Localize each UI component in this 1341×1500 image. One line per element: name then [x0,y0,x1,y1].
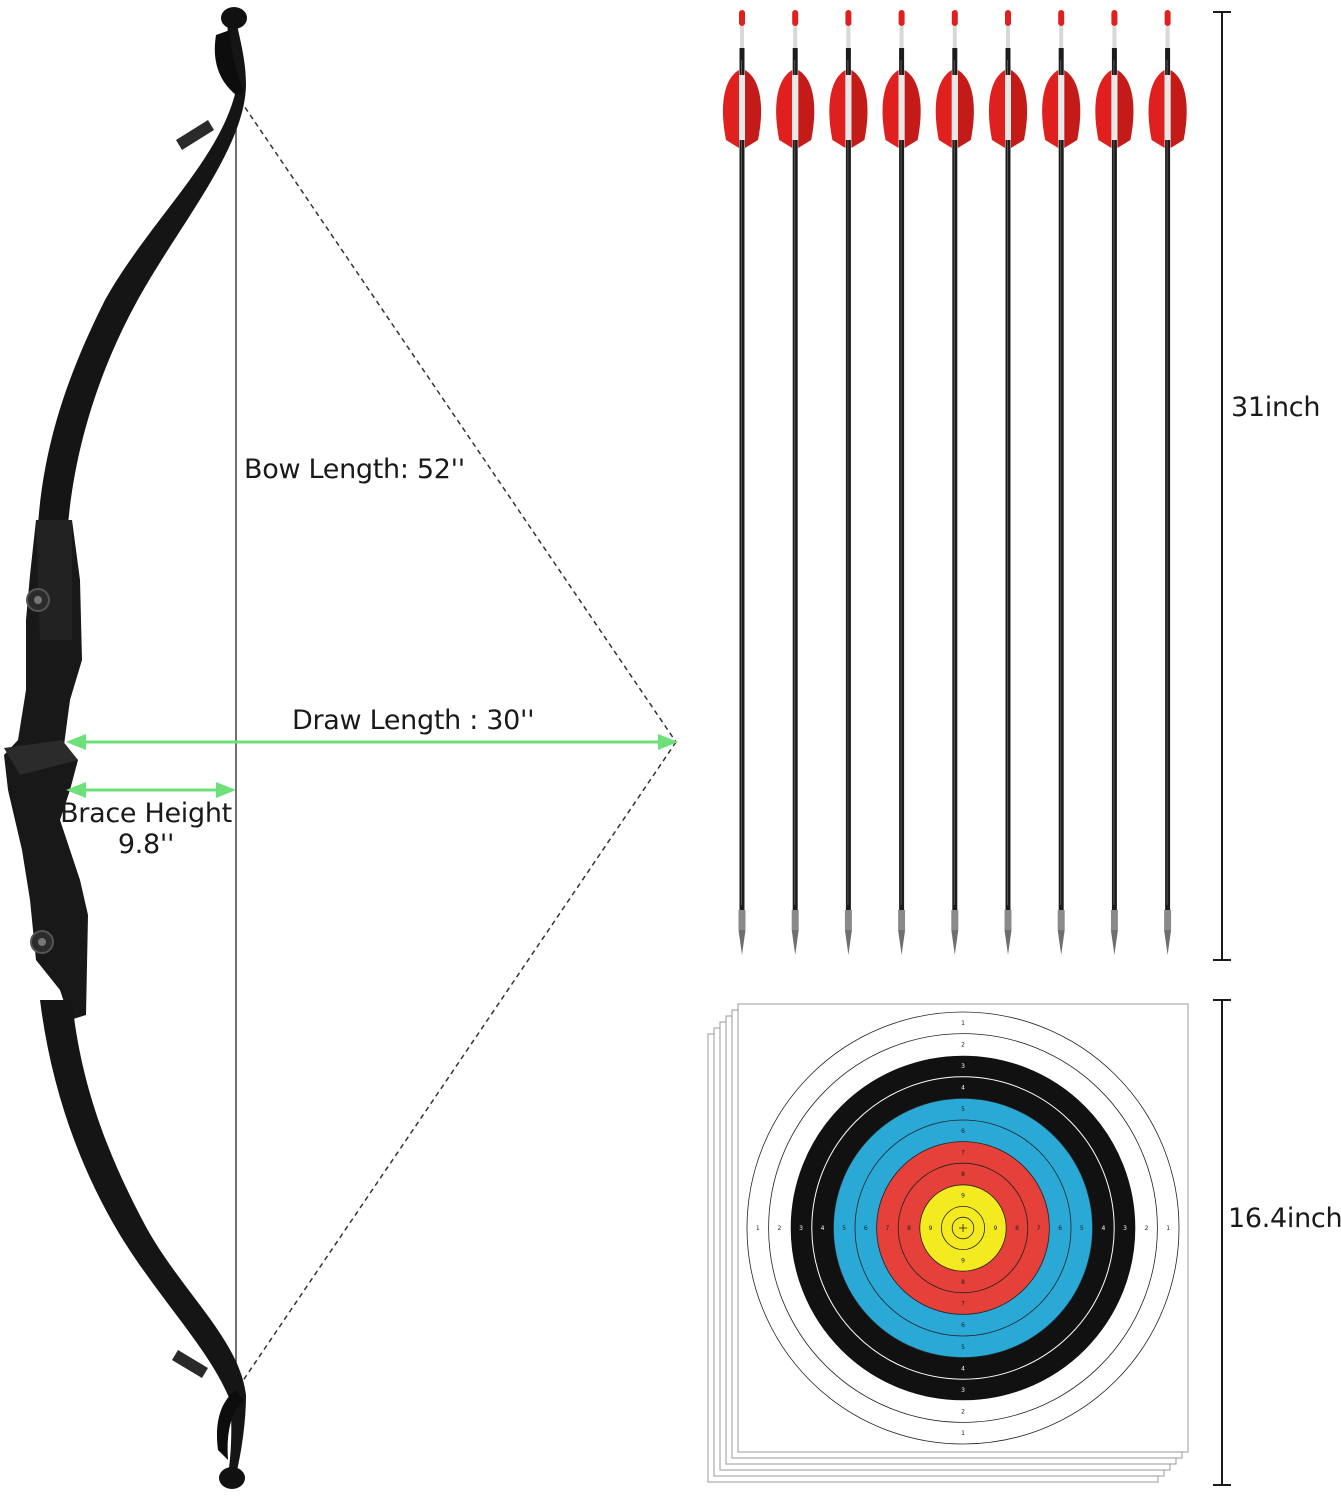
bow-length-label: Bow Length: 52'' [244,454,465,485]
ring-number: 2 [961,1041,965,1048]
lower-limb [40,1000,246,1475]
arrow [722,10,762,955]
arrow-length-label: 31inch [1231,392,1321,423]
ring-number: 4 [961,1365,965,1372]
ring-number: 1 [961,1430,965,1437]
ring-number: 6 [961,1128,965,1135]
upper-tip [221,7,247,29]
draw-length-arrow [66,734,678,750]
target-face: 1 1 1 1 2 2 2 2 3 3 3 3 4 4 4 4 5 5 5 5 6 6 6 6 7 7 7 7 8 8 8 8 9 9 9 9 [746,1011,1180,1445]
arrow [882,10,921,955]
arrow [829,10,868,955]
ring-number: 2 [961,1409,965,1416]
ring-number: 1 [1166,1225,1170,1232]
target-size-dimension [1213,999,1231,1486]
ring-number: 4 [1101,1225,1105,1232]
arrow [1148,10,1187,955]
ring-number: 3 [1123,1225,1127,1232]
arrow [935,10,974,955]
target-size-label: 16.4inch [1228,1203,1341,1234]
ring-number: 8 [961,1171,965,1178]
ring-number: 6 [864,1225,868,1232]
arrow [988,10,1028,955]
ring-number: 3 [961,1063,965,1070]
ring-number: 9 [961,1257,965,1264]
arrow [1095,10,1134,955]
ring-number: 5 [842,1225,846,1232]
ring-number: 6 [961,1322,965,1329]
ring-number: 1 [756,1225,760,1232]
brace-height-arrow [66,782,236,798]
brace-height-title: Brace Height [60,798,232,829]
brace-height-label: Brace Height 9.8'' [58,798,234,860]
ring-number: 3 [961,1387,965,1394]
ring-number: 9 [929,1225,933,1232]
ring-number: 5 [1080,1225,1084,1232]
riser [4,520,88,1020]
ring-number: 3 [799,1225,803,1232]
ring-number: 8 [907,1225,911,1232]
arrow [1042,10,1081,955]
ring-number: 5 [961,1344,965,1351]
ring-number: 9 [993,1225,997,1232]
ring-number: 1 [961,1020,965,1027]
upper-limb [38,20,246,525]
ring-number: 8 [1015,1225,1019,1232]
draw-dashed-line-bottom [239,741,677,1386]
arrow [776,10,815,955]
draw-dashed-line-top [239,99,677,743]
ring-number: 6 [1058,1225,1062,1232]
ring-number: 7 [1037,1225,1041,1232]
ring-number: 8 [961,1279,965,1286]
ring-number: 9 [961,1193,965,1200]
arrow-set [722,10,1187,955]
draw-length-label: Draw Length : 30'' [292,705,535,736]
ring-number: 2 [777,1225,781,1232]
brace-height-value: 9.8'' [117,829,175,860]
ring-number: 7 [961,1301,965,1308]
ring-number: 4 [961,1085,965,1092]
recurve-bow [4,7,677,1489]
arrow-length-dimension [1213,11,1231,961]
ring-number: 2 [1145,1225,1149,1232]
ring-number: 7 [961,1149,965,1156]
lower-tip [219,1467,245,1489]
ring-number: 4 [821,1225,825,1232]
ring-number: 5 [961,1106,965,1113]
ring-number: 7 [885,1225,889,1232]
